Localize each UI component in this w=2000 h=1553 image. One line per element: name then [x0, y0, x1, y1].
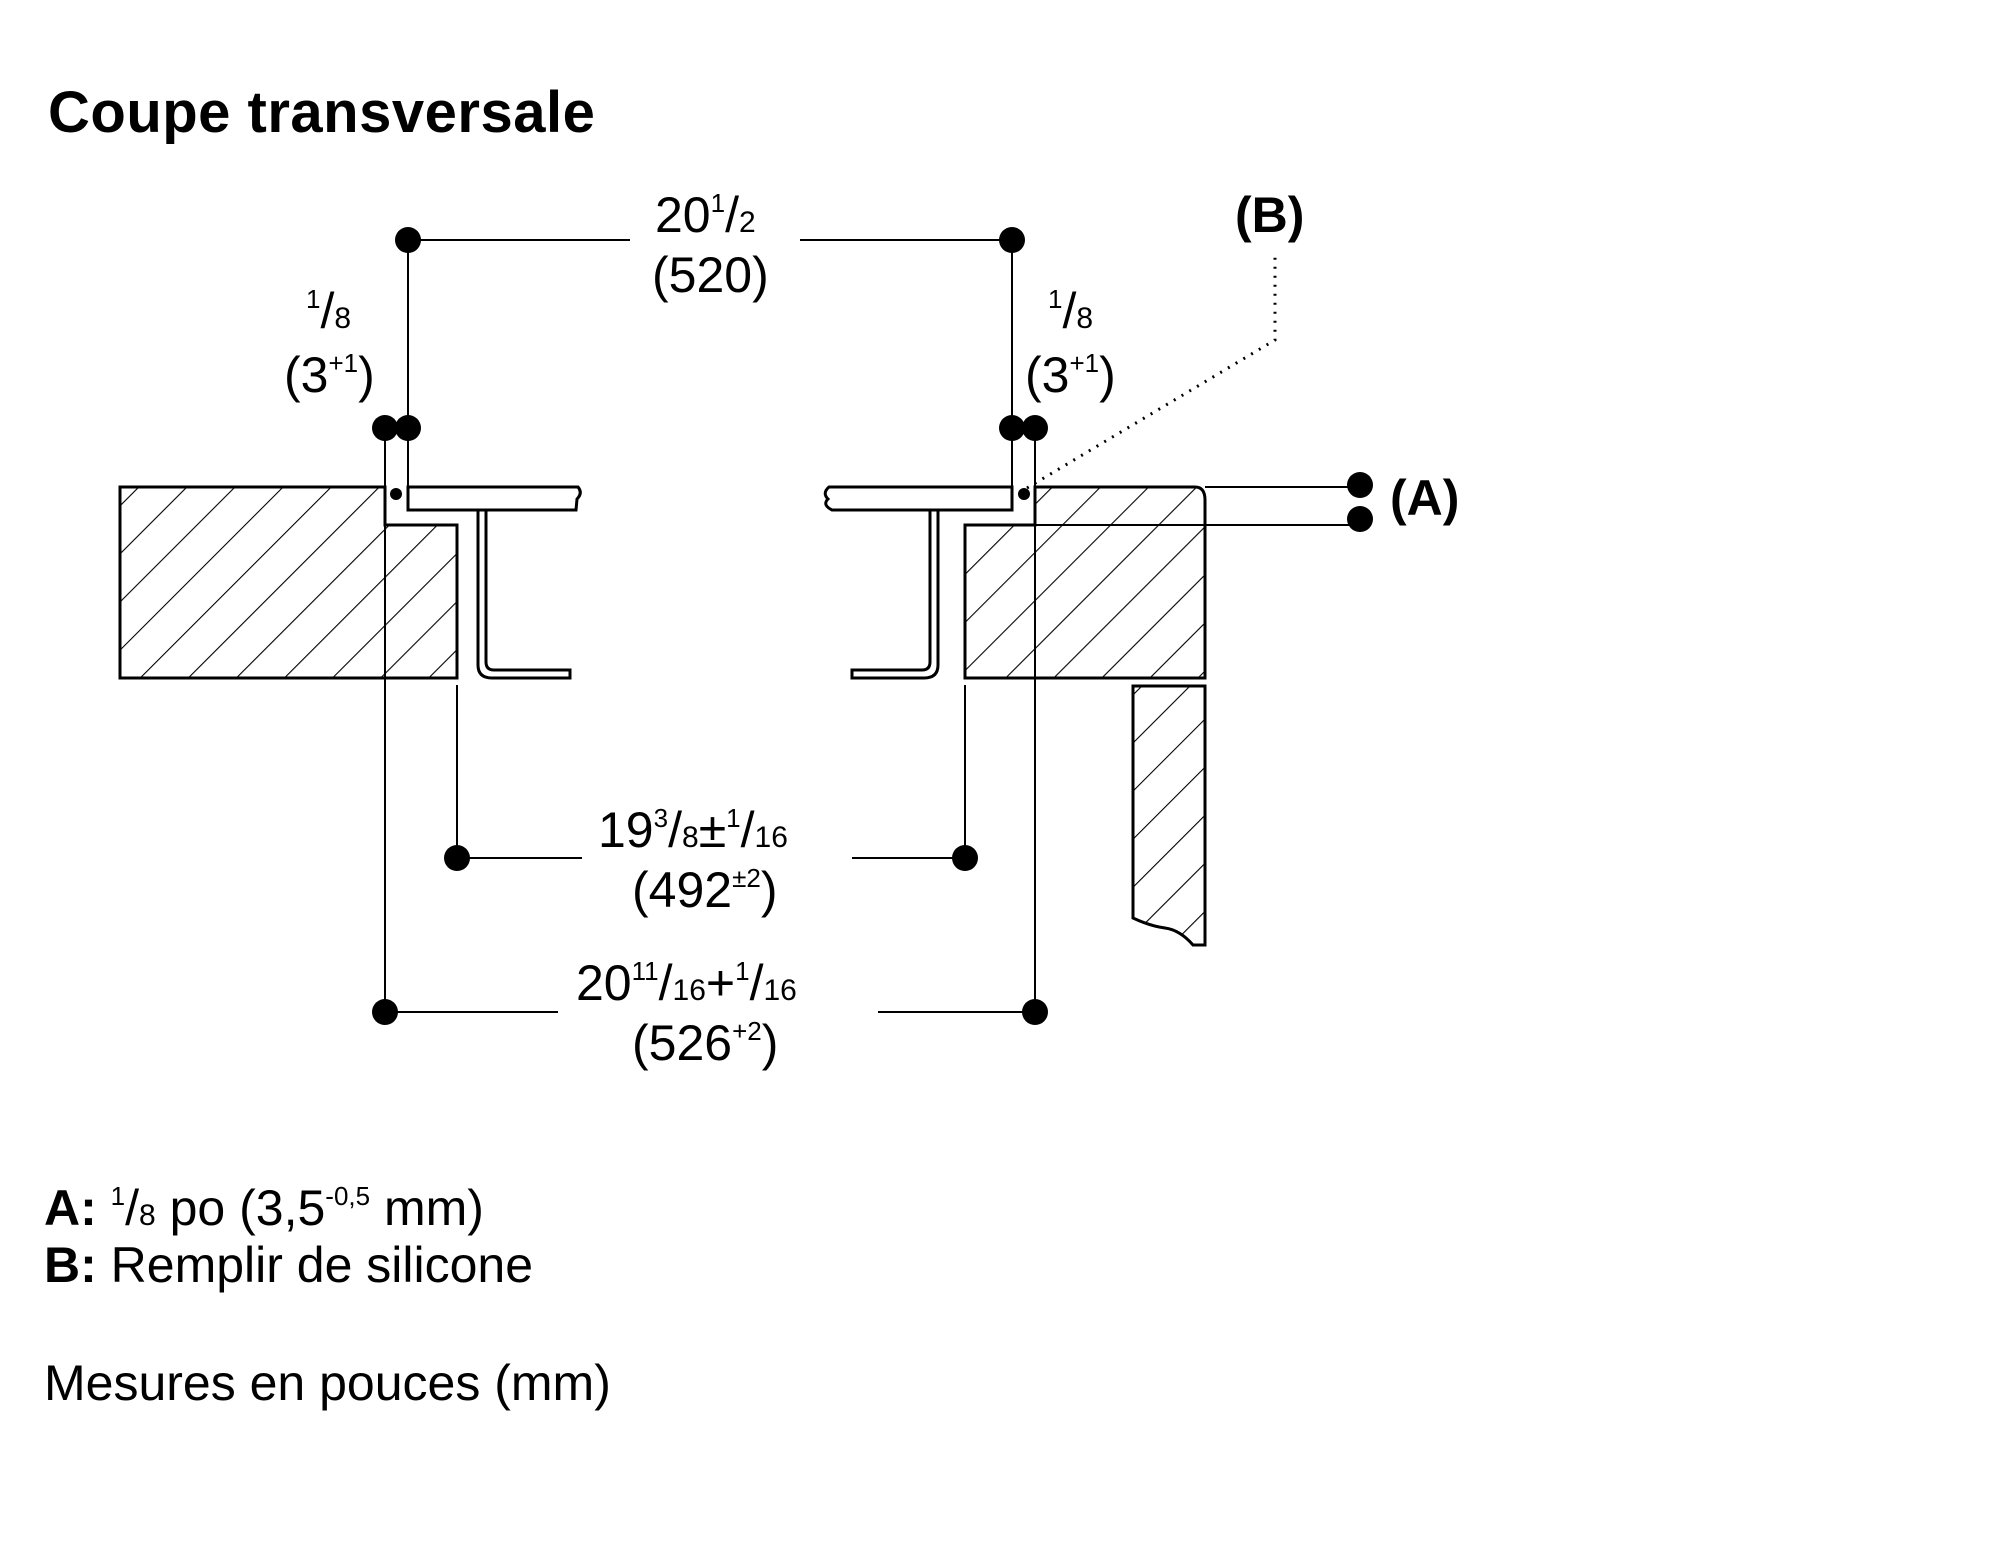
- right-bracket: [850, 510, 940, 680]
- dim-right-gap-mm: (3+1): [1025, 347, 1116, 403]
- label-b: (B): [1235, 187, 1304, 243]
- dim-cutout-mm: (492±2): [632, 862, 777, 918]
- right-countertop: [963, 485, 1207, 680]
- dim-left-gap-mm: (3+1): [284, 347, 375, 403]
- legend-a-den: 8: [139, 1199, 156, 1232]
- label-a: (A): [1390, 470, 1459, 526]
- legend-a-num: 1: [110, 1181, 126, 1211]
- dim-cutout-inch: 193/8±1/16: [598, 802, 788, 858]
- legend-a-key: A:: [44, 1180, 97, 1236]
- legend-b-key: B:: [44, 1237, 97, 1293]
- left-countertop: [118, 485, 459, 680]
- dim-right-gap-inch: 1/8: [1048, 283, 1093, 339]
- legend-a-tol: -0,5: [325, 1181, 371, 1211]
- dim-outer-mm: (526+2): [632, 1015, 778, 1071]
- dim-left-gap-inch: 1/8: [306, 283, 351, 339]
- legend-a: A: 1/8 po (3,5-0,5 mm): [44, 1180, 484, 1236]
- legend-b-text: Remplir de silicone: [96, 1237, 534, 1293]
- page-title: Coupe transversale: [48, 80, 596, 145]
- dimension-dots: [372, 227, 1373, 1025]
- cabinet-panel: [1131, 684, 1207, 947]
- legend-a-unit: mm): [370, 1180, 484, 1236]
- b-leader-line: [1026, 255, 1277, 490]
- dim-top-inch: 201/2: [655, 187, 756, 243]
- left-seal-dot: [390, 488, 402, 500]
- right-glass: [823, 485, 1014, 512]
- left-glass: [406, 485, 582, 512]
- dim-outer-inch: 2011/16+1/16: [576, 955, 797, 1011]
- dim-top-mm: (520): [652, 247, 769, 303]
- legend-a-text: po (3,5: [155, 1180, 326, 1236]
- left-bracket: [476, 510, 572, 680]
- right-seal-dot: [1018, 488, 1030, 500]
- measurement-note: Mesures en pouces (mm): [44, 1355, 611, 1411]
- legend-b: B: Remplir de silicone: [44, 1240, 533, 1290]
